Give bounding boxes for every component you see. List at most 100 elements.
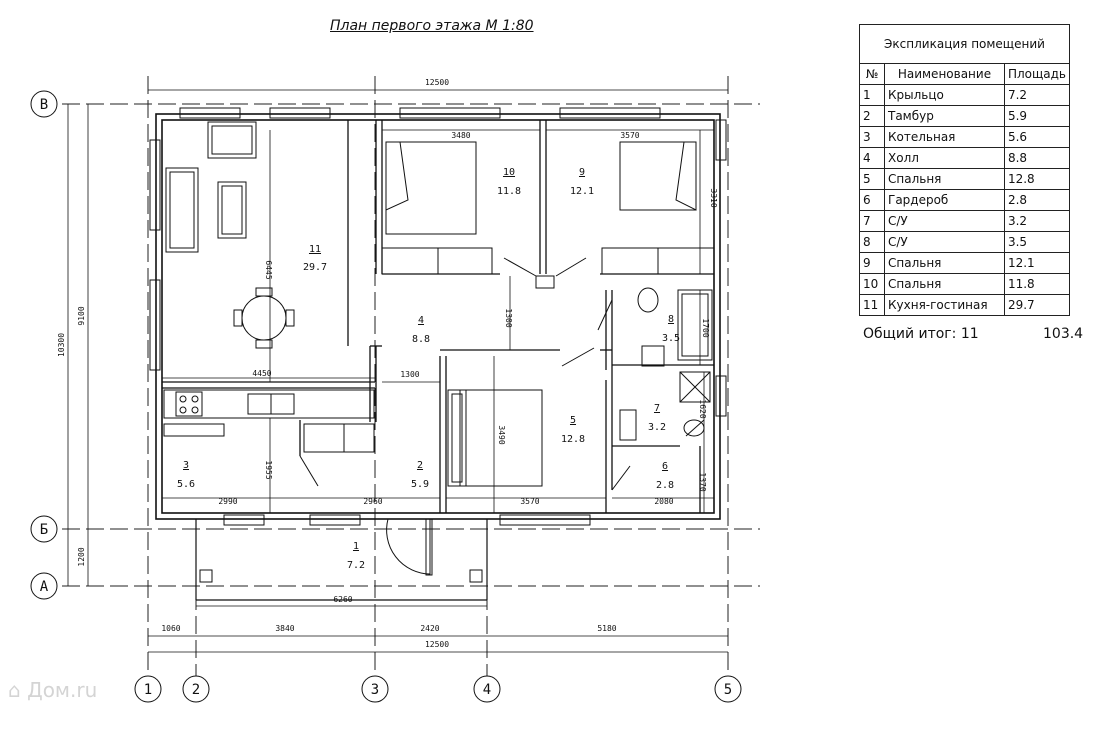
- row-area: 3.2: [1003, 210, 1071, 232]
- room-3-no: 3: [183, 460, 189, 471]
- room-6-area: 2.8: [656, 480, 674, 491]
- row-name: Кухня-гостиная: [884, 294, 1005, 316]
- room-10-no: 10: [503, 167, 515, 178]
- col-area-header: Площадь: [1003, 63, 1071, 85]
- axis-labels: В Б А 1 2 3 4 5: [40, 97, 732, 698]
- dim-porch: 6260: [333, 595, 352, 604]
- row-area: 29.7: [1003, 294, 1071, 316]
- dim-i-2960: 2960: [363, 497, 382, 506]
- dim-b-1: 1060: [161, 624, 180, 633]
- room-5-area: 12.8: [561, 434, 585, 445]
- room-2-no: 2: [417, 460, 423, 471]
- row-area: 2.8: [1003, 189, 1071, 211]
- row-area: 11.8: [1003, 273, 1071, 295]
- row-name: Спальня: [884, 168, 1005, 190]
- col-name-header: Наименование: [884, 63, 1005, 85]
- dimension-lines: [67, 89, 728, 653]
- row-area: 5.6: [1003, 126, 1071, 148]
- dim-i-3310: 3310: [709, 188, 718, 207]
- dim-i-1955: 1955: [264, 460, 273, 479]
- row-no: 3: [859, 126, 885, 148]
- row-name: Спальня: [884, 273, 1005, 295]
- plan-title: План первого этажа М 1:80: [330, 18, 534, 34]
- row-no: 2: [859, 105, 885, 127]
- axis-letter-a: А: [40, 579, 49, 595]
- row-no: 11: [859, 294, 885, 316]
- dim-left-outer: 10300: [57, 333, 66, 357]
- room-9-area: 12.1: [570, 186, 594, 197]
- room-8-area: 3.5: [662, 333, 680, 344]
- explication-caption: Экспликация помещений: [859, 24, 1070, 64]
- axis-number-2: 2: [192, 682, 200, 698]
- row-no: 5: [859, 168, 885, 190]
- porch-outline: [195, 519, 488, 601]
- doors: [299, 257, 705, 576]
- explication-total: Общий итог: 11 103.4: [863, 326, 1083, 342]
- axis-markers: [30, 90, 742, 703]
- row-name: Холл: [884, 147, 1005, 169]
- room-6-no: 6: [662, 461, 668, 472]
- dim-left-porch: 1200: [77, 547, 86, 566]
- col-no-header: №: [859, 63, 885, 85]
- room-4-no: 4: [418, 315, 424, 326]
- row-no: 4: [859, 147, 885, 169]
- room-labels: 1 7.2 2 5.9 3 5.6 4 8.8 5 12.8 6 2.8 7 3…: [177, 167, 680, 571]
- row-name: С/У: [884, 231, 1005, 253]
- explication-header-row: № Наименование Площадь: [859, 63, 1071, 85]
- axis-number-3: 3: [371, 682, 379, 698]
- house-logo-icon: ⌂: [8, 678, 21, 702]
- interior-walls: [162, 120, 714, 513]
- row-area: 3.5: [1003, 231, 1071, 253]
- row-area: 7.2: [1003, 84, 1071, 106]
- row-name: Крыльцо: [884, 84, 1005, 106]
- dim-i-4450: 4450: [252, 369, 271, 378]
- row-no: 8: [859, 231, 885, 253]
- watermark: ⌂ Дом.ru: [8, 678, 97, 702]
- room-8-no: 8: [668, 314, 674, 325]
- room-10-area: 11.8: [497, 186, 521, 197]
- outer-walls: [155, 113, 721, 520]
- axis-number-1: 1: [144, 682, 152, 698]
- row-area: 12.1: [1003, 252, 1071, 274]
- dim-i-3570b: 3570: [520, 497, 539, 506]
- room-4-area: 8.8: [412, 334, 430, 345]
- row-name: Тамбур: [884, 105, 1005, 127]
- dim-i-3480: 3480: [451, 131, 470, 140]
- room-11-area: 29.7: [303, 262, 327, 273]
- room-11-no: 11: [309, 244, 321, 255]
- row-area: 8.8: [1003, 147, 1071, 169]
- dim-left-inner: 9100: [77, 306, 86, 325]
- room-9-no: 9: [579, 167, 585, 178]
- axis-number-5: 5: [724, 682, 732, 698]
- row-name: Гардероб: [884, 189, 1005, 211]
- row-no: 9: [859, 252, 885, 274]
- dim-i-1370: 1370: [698, 472, 707, 491]
- row-no: 7: [859, 210, 885, 232]
- dim-b-2: 3840: [275, 624, 294, 633]
- dimension-labels-vertical: 10300 9100 1200 3310 6445 1300 1700 3490…: [57, 188, 718, 566]
- row-no: 1: [859, 84, 885, 106]
- dim-bottom-total: 12500: [425, 640, 449, 649]
- row-name: Котельная: [884, 126, 1005, 148]
- dim-i-1700: 1700: [701, 318, 710, 337]
- dim-i-3570a: 3570: [620, 131, 639, 140]
- room-3-area: 5.6: [177, 479, 195, 490]
- row-no: 6: [859, 189, 885, 211]
- room-1-no: 1: [353, 541, 359, 552]
- room-5-no: 5: [570, 415, 576, 426]
- windows: [149, 107, 727, 526]
- watermark-text: Дом.ru: [27, 678, 98, 702]
- row-area: 5.9: [1003, 105, 1071, 127]
- row-name: С/У: [884, 210, 1005, 232]
- dimension-labels: 12500 12500 1060 3840 2420 5180 6260 348…: [161, 78, 673, 649]
- total-value: 103.4: [1043, 326, 1084, 342]
